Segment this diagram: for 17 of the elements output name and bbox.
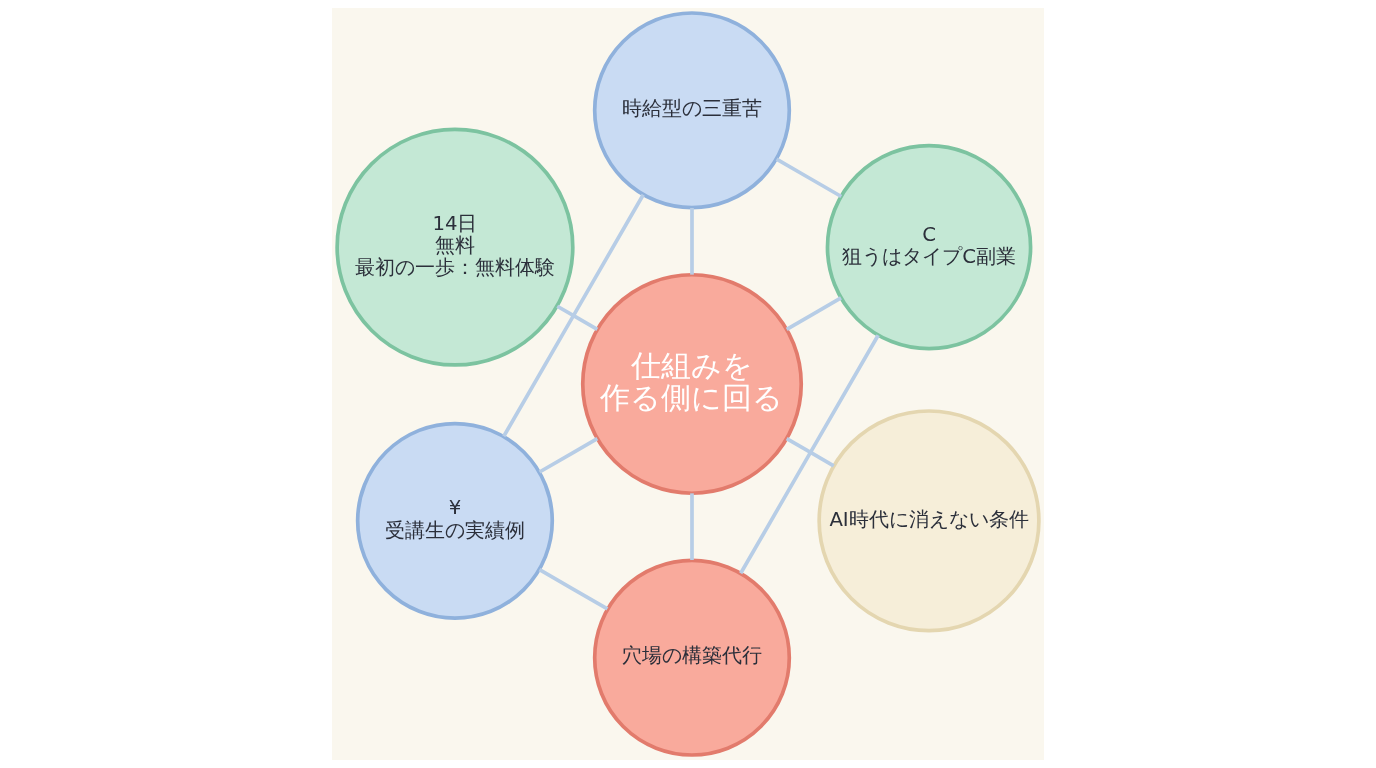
node-circle: 穴場の構築代行: [592, 558, 792, 757]
connector: [775, 157, 843, 199]
connector: [785, 296, 842, 331]
connector: [690, 207, 694, 275]
node-circle: C 狙うはタイプC副業: [825, 143, 1033, 351]
node-circle: 時給型の三重苦: [592, 11, 792, 210]
connector: [785, 437, 835, 468]
connector: [538, 437, 599, 474]
connector: [502, 193, 645, 438]
node-circle: ¥ 受講生の実績例: [355, 421, 555, 620]
connector: [690, 493, 694, 561]
connector: [556, 304, 599, 331]
connector: [739, 334, 880, 575]
node-circle: 14日 無料 最初の一歩：無料体験: [335, 127, 575, 367]
node-circle: 仕組みを作る側に回る: [580, 272, 804, 496]
connector: [538, 568, 609, 611]
node-circle: AI時代に消えない条件: [817, 409, 1041, 633]
